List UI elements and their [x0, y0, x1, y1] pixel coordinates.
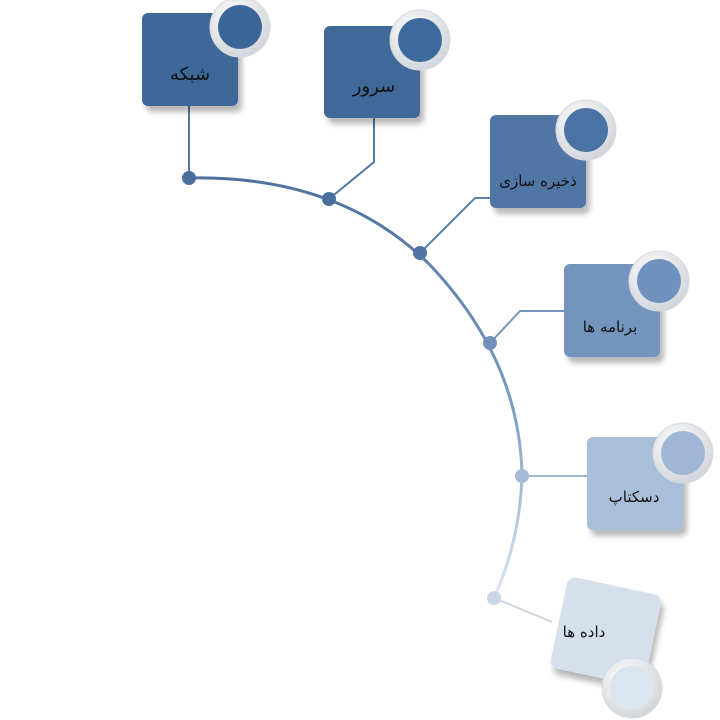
node-server: سرور	[324, 9, 451, 118]
node-desktop: دسکتاپ	[587, 422, 714, 530]
badge-icon	[218, 5, 262, 49]
connector-data	[487, 591, 553, 623]
connector-storage	[413, 197, 490, 260]
node-label: دسکتاپ	[609, 488, 660, 506]
badge-icon	[564, 108, 608, 152]
main-arc	[188, 176, 524, 599]
connector-apps	[483, 310, 564, 350]
node-storage: ذخیره سازی	[490, 99, 617, 208]
connector-desktop	[515, 469, 587, 483]
node-network: شبکه	[142, 0, 271, 106]
node-label: شبکه	[170, 64, 210, 85]
badge-icon	[398, 18, 442, 62]
node-label: سرور	[352, 76, 395, 97]
badge-icon	[637, 259, 681, 303]
node-apps: برنامه ها	[564, 250, 690, 357]
badge-icon	[610, 666, 654, 710]
connector-server	[322, 118, 375, 206]
node-label: داده ها	[563, 623, 606, 641]
node-label: ذخیره سازی	[499, 172, 577, 190]
badge-icon	[661, 431, 705, 475]
connector-network	[182, 106, 196, 185]
node-data: داده ها	[550, 577, 663, 719]
node-label: برنامه ها	[583, 318, 638, 336]
